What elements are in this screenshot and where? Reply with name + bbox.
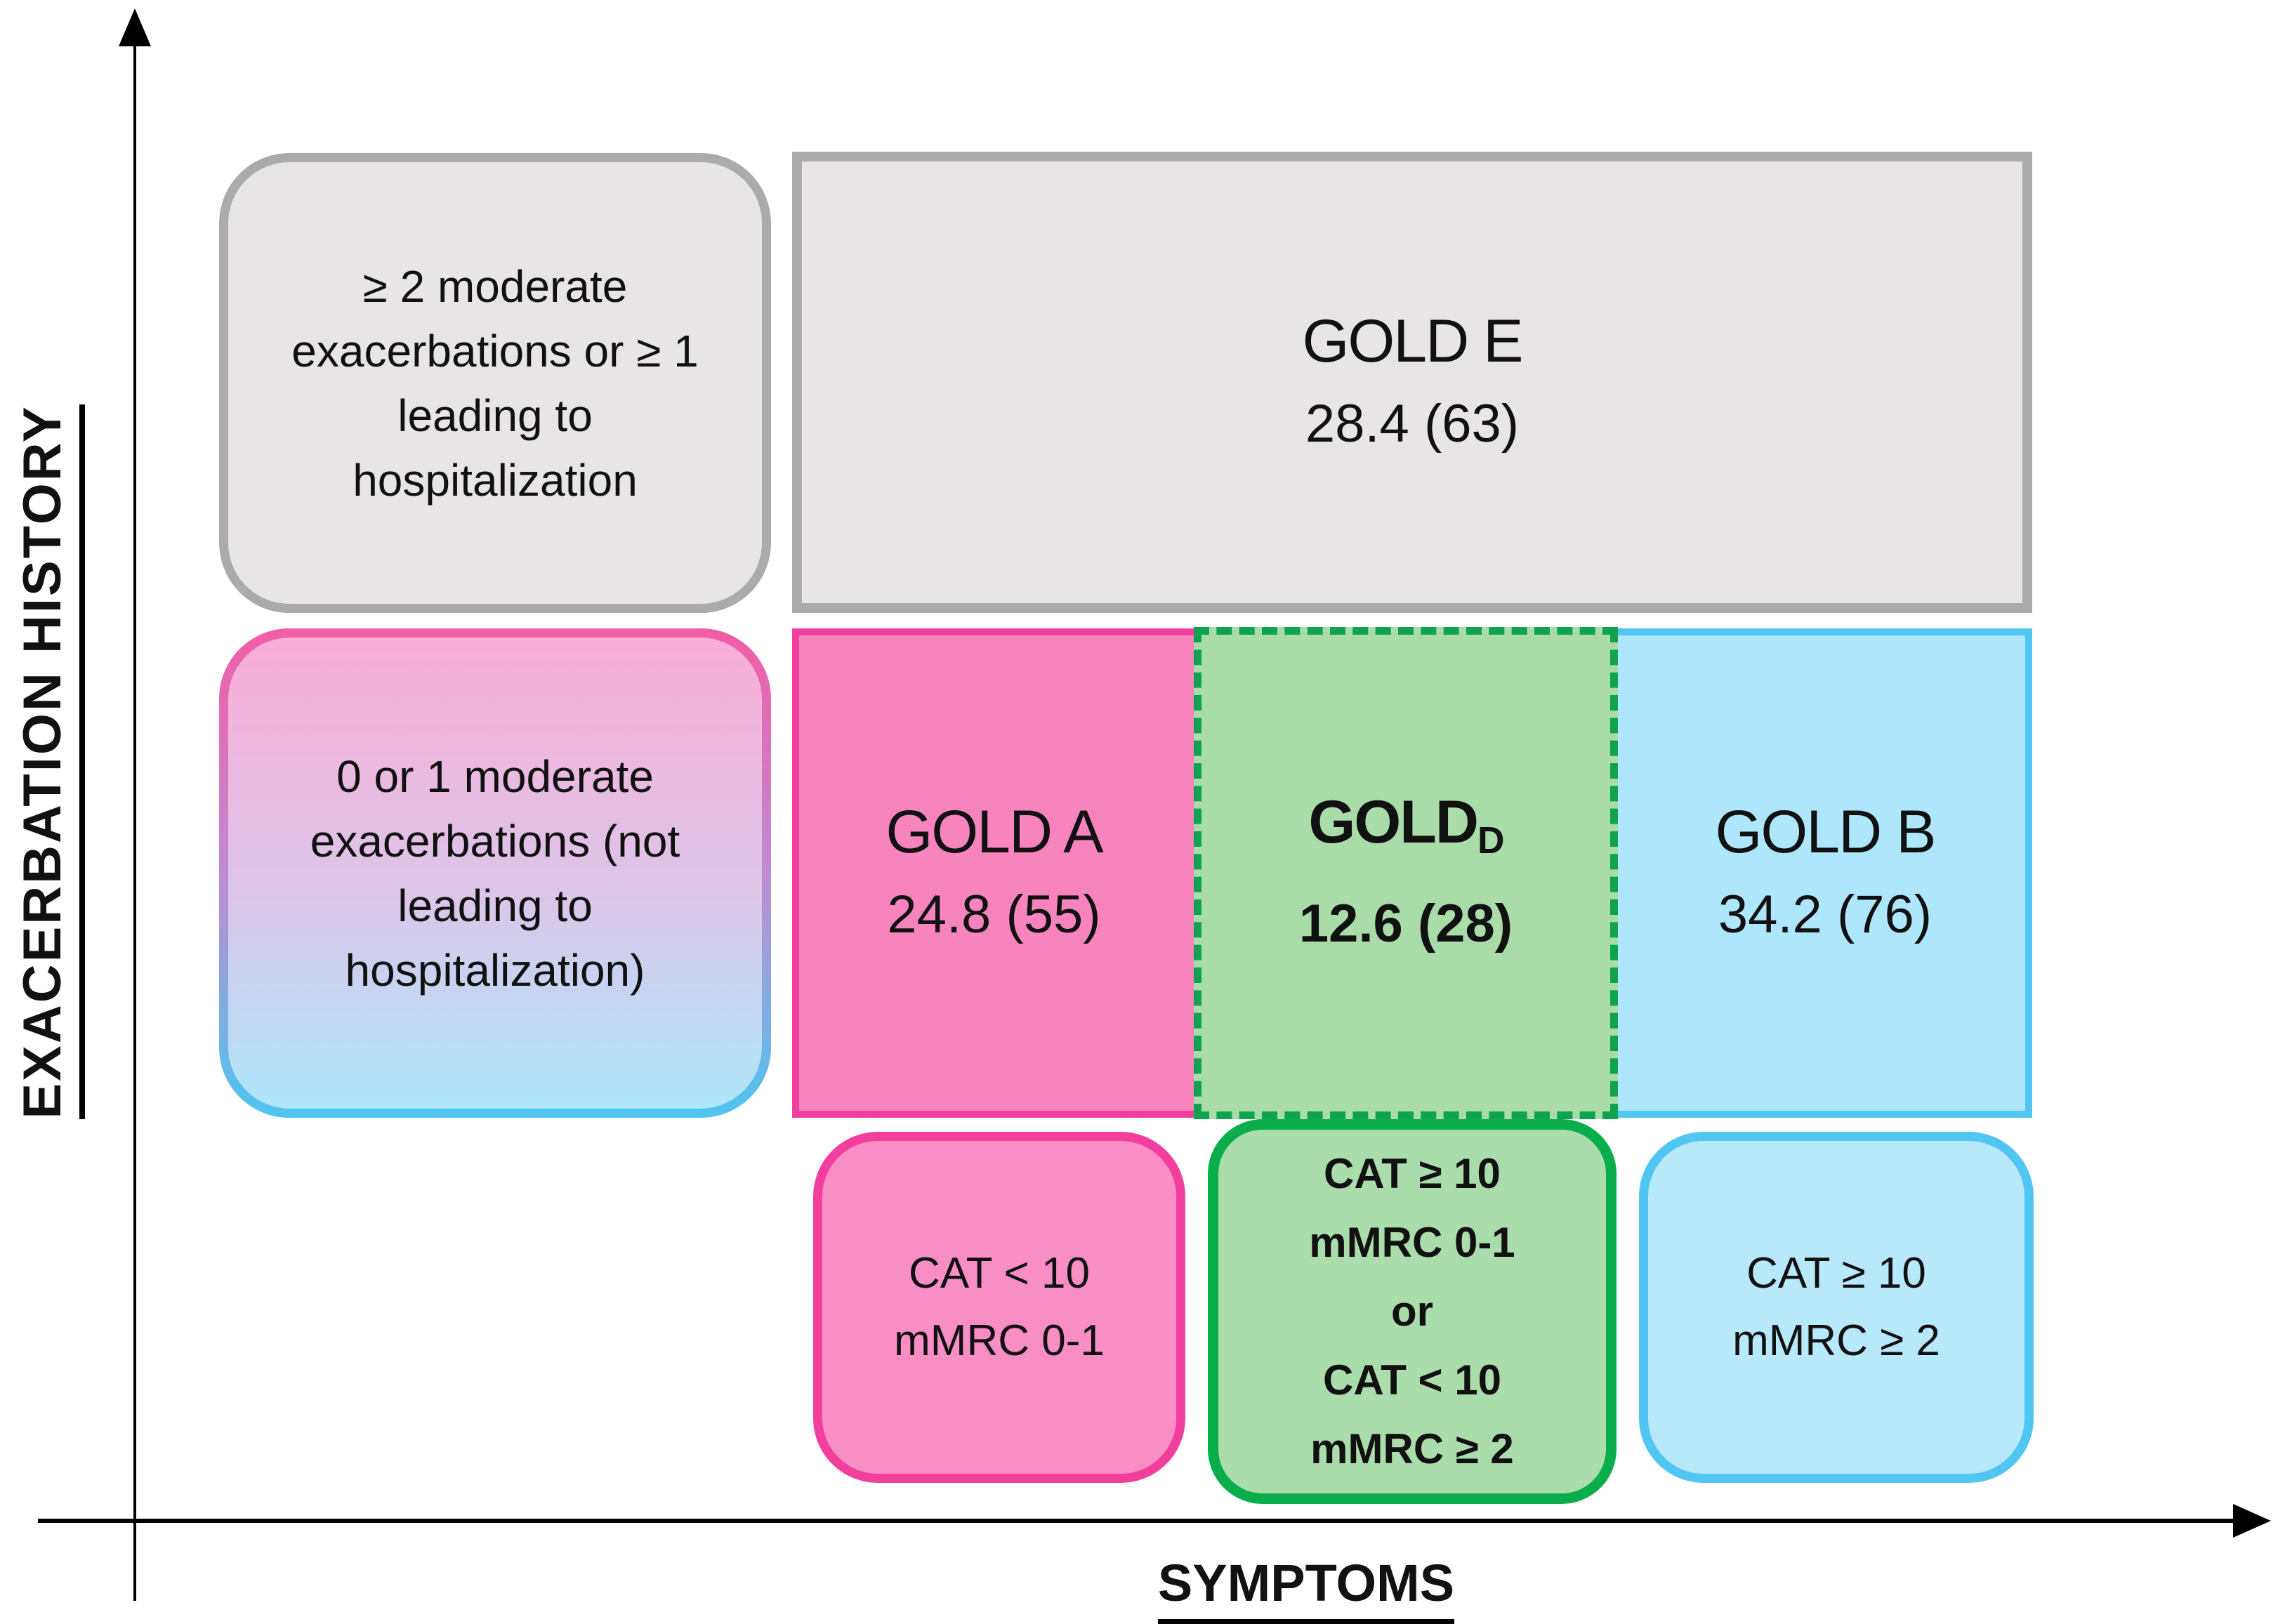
low-exacerbation-text: 0 or 1 moderate exacerbations (not leadi… — [310, 751, 680, 996]
x-axis-arrowhead-icon — [2233, 1504, 2271, 1538]
high-exacerbation-box: ≥ 2 moderate exacerbations or ≥ 1 leadin… — [219, 153, 771, 613]
y-axis-arrowhead-icon — [119, 8, 151, 46]
gold-d-name-subscript: D — [1477, 819, 1504, 861]
x-axis-label-text: SYMPTOMS — [1157, 1554, 1455, 1624]
gold-e-value: 28.4 (63) — [1305, 393, 1520, 454]
gold-e-name: GOLD E — [1302, 307, 1524, 375]
gold-d-name: GOLDD — [1308, 781, 1505, 883]
y-axis-label-text: EXACERBATION HISTORY — [13, 404, 85, 1119]
gold-d-name-main: GOLD — [1308, 788, 1479, 857]
criteria-d-text: CAT ≥ 10 mMRC 0-1 or CAT < 10 mMRC ≥ 2 — [1309, 1150, 1515, 1472]
low-exacerbation-box-inner: 0 or 1 moderate exacerbations (not leadi… — [228, 638, 762, 1109]
criteria-a-box: CAT < 10 mMRC 0-1 — [813, 1132, 1185, 1483]
y-axis-label: EXACERBATION HISTORY — [12, 270, 89, 1253]
low-exacerbation-box: 0 or 1 moderate exacerbations (not leadi… — [219, 628, 771, 1118]
gold-b-name: GOLD B — [1715, 798, 1937, 866]
criteria-b-text: CAT ≥ 10 mMRC ≥ 2 — [1732, 1249, 1940, 1365]
gold-b-value: 34.2 (76) — [1718, 884, 1933, 944]
gold-a-cell: GOLD A 24.8 (55) — [792, 628, 1196, 1118]
high-exacerbation-text: ≥ 2 moderate exacerbations or ≥ 1 leadin… — [291, 260, 699, 506]
gold-b-cell: GOLD B 34.2 (76) — [1618, 628, 2032, 1118]
x-axis-label: SYMPTOMS — [1095, 1553, 1517, 1624]
gold-d-cell: GOLDD 12.6 (28) — [1194, 627, 1618, 1119]
gold-d-value: 12.6 (28) — [1298, 893, 1513, 953]
gold-e-cell: GOLD E 28.4 (63) — [792, 152, 2032, 613]
gold-a-name: GOLD A — [885, 798, 1103, 866]
gold-a-value: 24.8 (55) — [887, 884, 1101, 944]
criteria-d-box: CAT ≥ 10 mMRC 0-1 or CAT < 10 mMRC ≥ 2 — [1208, 1119, 1617, 1504]
criteria-a-text: CAT < 10 mMRC 0-1 — [894, 1249, 1105, 1365]
criteria-b-box: CAT ≥ 10 mMRC ≥ 2 — [1639, 1132, 2034, 1483]
gold-d-area — [1194, 627, 1618, 1119]
